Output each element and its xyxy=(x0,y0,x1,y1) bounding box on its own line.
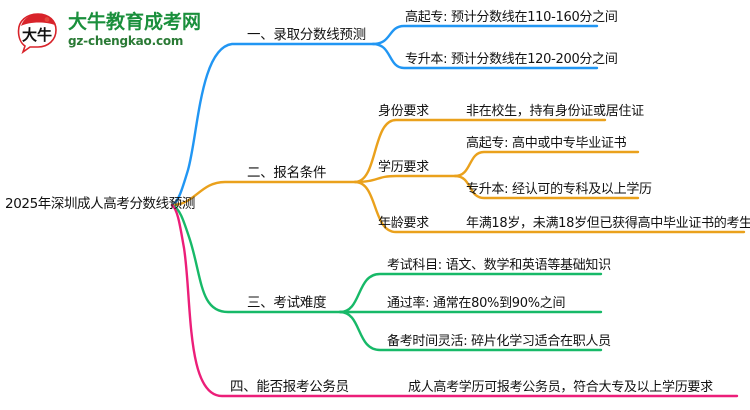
svg-text:大牛: 大牛 xyxy=(22,26,52,44)
branch-2-child-3-detail-1-label[interactable]: 年满18岁，未满18岁但已获得高中毕业证书的考生可报名 xyxy=(466,216,750,231)
branch-2-child-1-detail-1-label[interactable]: 非在校生，持有身份证或居住证 xyxy=(466,104,644,119)
connector-branch-2-child-2 xyxy=(353,174,457,184)
connector-branch-2-child-2-1 xyxy=(453,150,640,178)
branch-4-child-1-label[interactable]: 成人高考学历可报考公务员，符合大专及以上学历要求 xyxy=(408,380,713,395)
connector-branch-4 xyxy=(170,203,739,398)
connector-branch-1 xyxy=(170,42,375,207)
logo-brand-cn: 大牛教育成考网 xyxy=(68,11,202,33)
connector-branch-2-child-3 xyxy=(353,180,746,234)
site-logo: 大牛 大牛教育成考网 gz-chengkao.com xyxy=(16,8,246,56)
branch-1-child-1-label[interactable]: 高起专: 预计分数线在110-160分之间 xyxy=(405,10,618,25)
branch-3-child-2-label[interactable]: 通过率: 通常在80%到90%之间 xyxy=(387,296,566,311)
connector-branch-1-child-2 xyxy=(371,42,599,70)
connector-branch-2-child-1 xyxy=(353,118,607,184)
connector-branch-2 xyxy=(170,180,357,207)
root-node-label[interactable]: 2025年深圳成人高考分数线预测 xyxy=(5,196,195,212)
branch-2-child-1-label[interactable]: 身份要求 xyxy=(378,104,429,119)
connector-branch-3-child-3 xyxy=(338,310,603,352)
branch-3-child-3-label[interactable]: 备考时间灵活: 碎片化学习适合在职人员 xyxy=(387,334,611,349)
logo-brand-en: gz-chengkao.com xyxy=(68,34,184,48)
branch-4-label[interactable]: 四、能否报考公务员 xyxy=(230,379,349,395)
connector-branch-2-child-2-2 xyxy=(453,174,640,200)
branch-2-label[interactable]: 二、报名条件 xyxy=(247,165,327,181)
connector-branch-1-child-1 xyxy=(371,24,599,46)
connector-branch-3 xyxy=(170,203,342,314)
branch-2-child-3-label[interactable]: 年龄要求 xyxy=(378,216,429,231)
branch-3-label[interactable]: 三、考试难度 xyxy=(247,295,327,311)
branch-3-child-1-label[interactable]: 考试科目: 语文、数学和英语等基础知识 xyxy=(387,258,611,273)
connector-branch-3-child-1 xyxy=(338,272,603,314)
branch-2-child-2-detail-2-label[interactable]: 专升本: 经认可的专科及以上学历 xyxy=(466,182,652,197)
branch-2-child-2-detail-1-label[interactable]: 高起专: 高中或中专毕业证书 xyxy=(466,136,627,151)
branch-1-label[interactable]: 一、录取分数线预测 xyxy=(247,27,366,43)
branch-1-child-2-label[interactable]: 专升本: 预计分数线在120-200分之间 xyxy=(405,52,618,67)
logo-badge-icon: 大牛 xyxy=(17,13,57,54)
branch-2-child-2-label[interactable]: 学历要求 xyxy=(378,160,429,175)
